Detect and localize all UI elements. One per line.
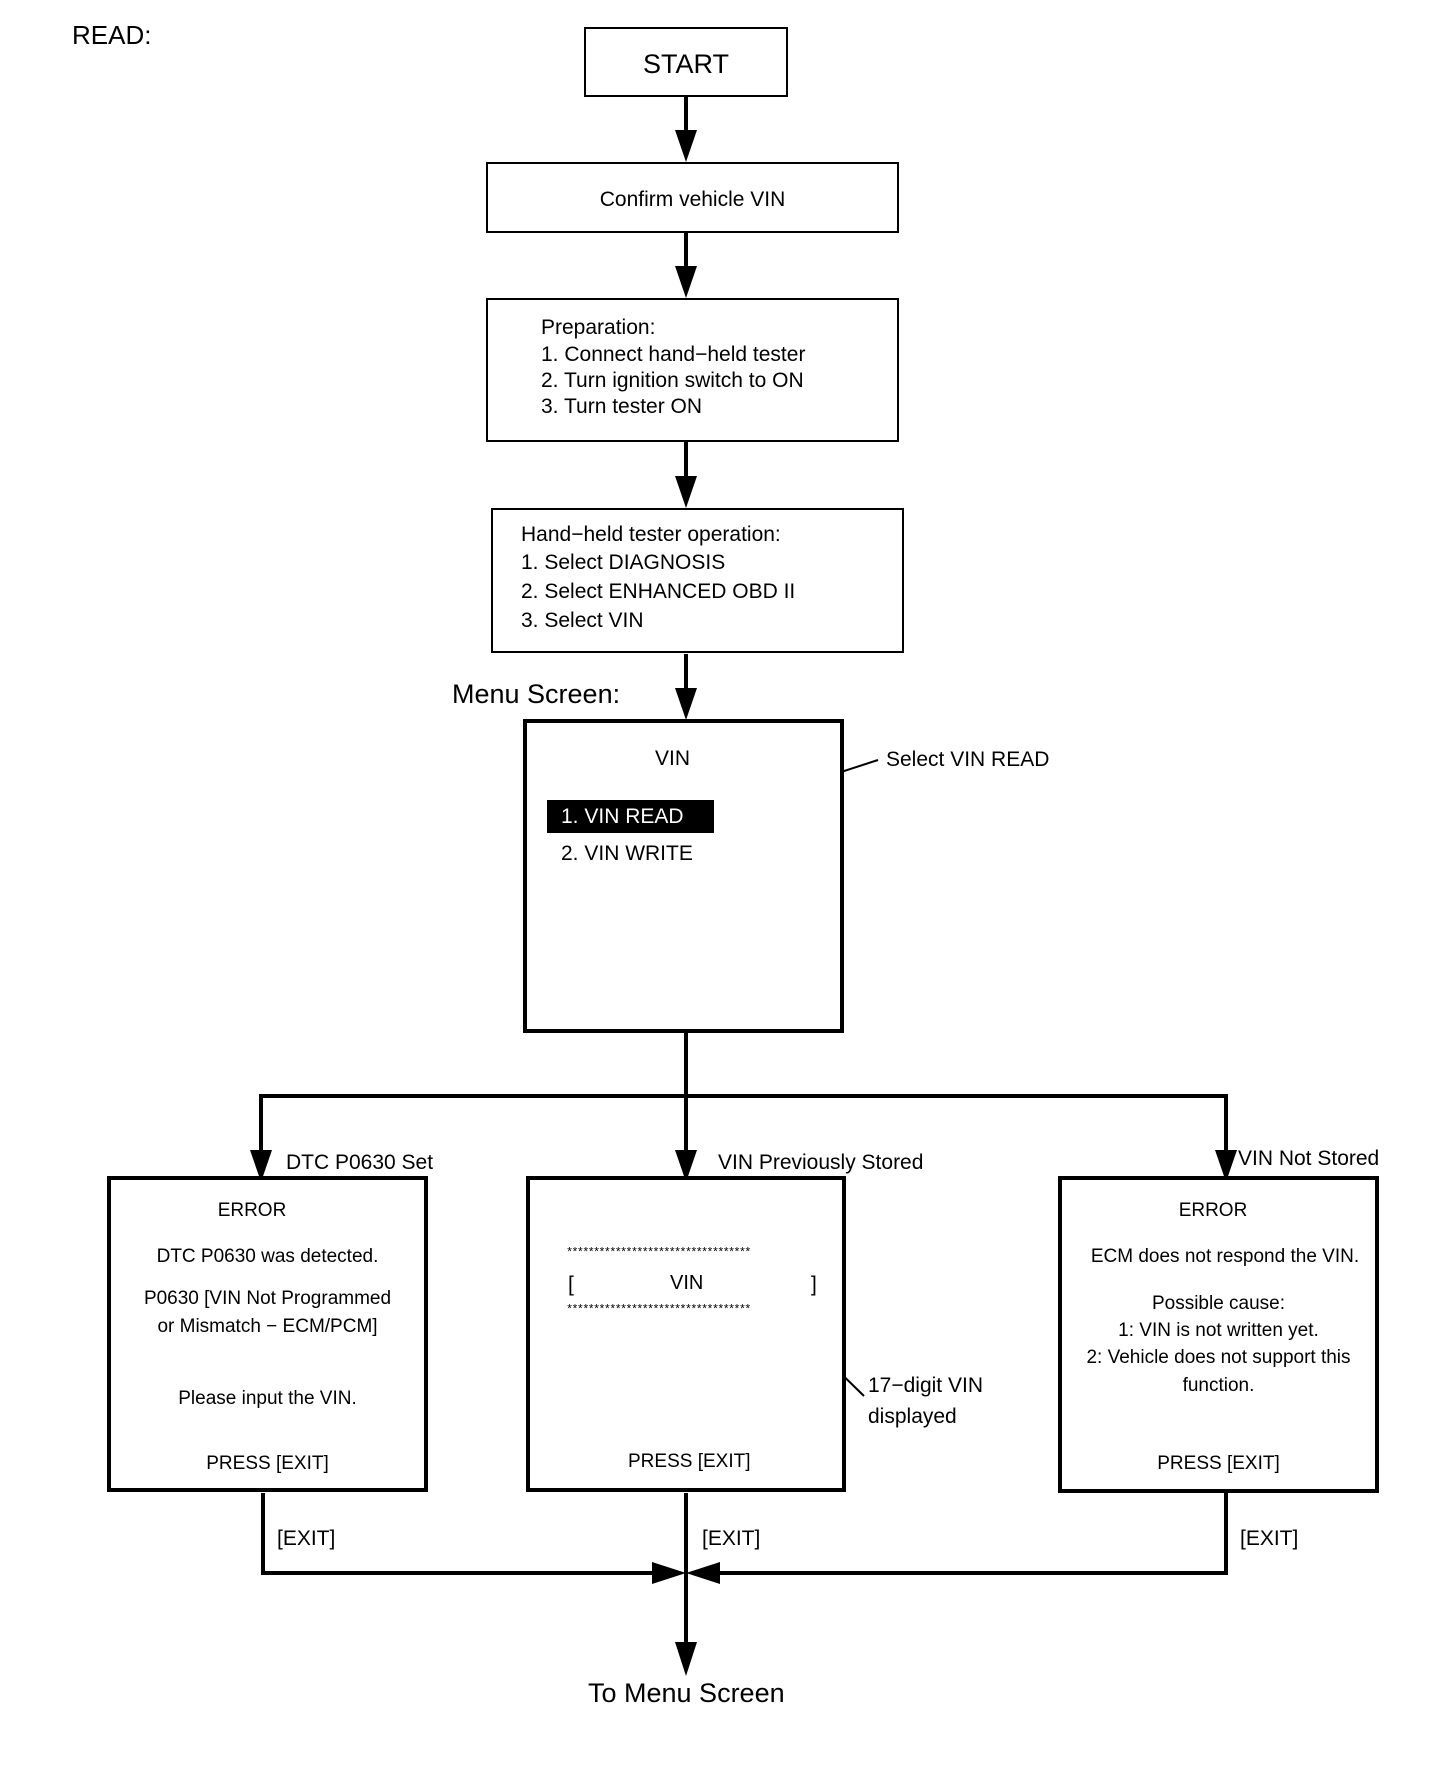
footer-to-menu-screen: To Menu Screen (588, 1678, 785, 1708)
preparation-title: Preparation: (541, 316, 656, 339)
branch-label-not-stored: VIN Not Stored (1238, 1147, 1380, 1170)
menu-item-vin-read-highlight (547, 800, 714, 833)
callout-vin-digits: 17−digit VIN (868, 1374, 983, 1397)
error-message: ECM does not respond the VIN. (1090, 1246, 1360, 1267)
error-screen-not-stored: ERROR ECM does not respond the VIN. Poss… (1058, 1176, 1379, 1493)
exit-label-left: [EXIT] (277, 1527, 336, 1550)
connector-split-left (259, 1094, 1228, 1158)
start-box: START (584, 27, 788, 97)
arrowhead-operation (675, 476, 697, 508)
connector-right-exit (712, 1493, 1228, 1575)
operation-title: Hand−held tester operation: (521, 523, 781, 546)
menu-screen-box: VIN 1. VIN READ 2. VIN WRITE (523, 719, 844, 1033)
preparation-step-1: 1. Connect hand−held tester (541, 343, 806, 366)
operation-step-2: 2. Select ENHANCED OBD II (521, 580, 796, 603)
vin-display-screen: ********************************** [ VIN… (526, 1176, 846, 1492)
error-dtc-line-1: P0630 [VIN Not Programmed (143, 1288, 392, 1309)
arrowhead-confirm (675, 130, 697, 162)
arrowhead-right-branch (1215, 1150, 1237, 1182)
error-dtc-line-2: or Mismatch − ECM/PCM] (157, 1316, 378, 1337)
arrowhead-merge-right (686, 1562, 720, 1584)
operation-box: Hand−held tester operation: 1. Select DI… (491, 508, 904, 653)
menu-screen-title: VIN (655, 747, 691, 770)
vin-bracket-close: ] (811, 1273, 817, 1296)
preparation-box: Preparation: 1. Connect hand−held tester… (486, 298, 899, 442)
page-heading: READ: (72, 20, 152, 50)
error-title: ERROR (1178, 1200, 1248, 1221)
confirm-label: Confirm vehicle VIN (599, 188, 786, 211)
arrowhead-preparation (675, 266, 697, 298)
possible-cause-1: 1: VIN is not written yet. (1118, 1320, 1319, 1341)
press-exit-label: PRESS [EXIT] (206, 1453, 329, 1474)
callout-vin-displayed: displayed (868, 1405, 957, 1428)
arrowhead-merge-left (652, 1562, 686, 1584)
arrowhead-middle-branch (675, 1150, 697, 1182)
vin-placeholder: VIN (670, 1272, 704, 1294)
possible-cause-2-cont: function. (1182, 1375, 1255, 1396)
callout-select-vin-read: Select VIN READ (886, 748, 1050, 771)
press-exit-label: PRESS [EXIT] (628, 1451, 751, 1472)
arrowhead-left-branch (250, 1150, 272, 1182)
branch-label-previously-stored: VIN Previously Stored (718, 1151, 924, 1174)
exit-label-middle: [EXIT] (702, 1527, 761, 1550)
start-label: START (642, 49, 729, 79)
press-exit-label: PRESS [EXIT] (1157, 1453, 1280, 1474)
error-title: ERROR (217, 1200, 287, 1221)
preparation-step-3: 3. Turn tester ON (541, 395, 703, 418)
branch-label-dtc: DTC P0630 Set (286, 1151, 434, 1174)
vin-stars-bottom: ********************************** (566, 1303, 751, 1317)
arrowhead-menu (675, 688, 697, 720)
vin-stars-top: ********************************** (566, 1246, 751, 1260)
error-message: DTC P0630 was detected. (156, 1246, 379, 1267)
connector-left-exit (261, 1493, 660, 1575)
arrowhead-footer (675, 1642, 697, 1676)
exit-label-right: [EXIT] (1240, 1527, 1299, 1550)
preparation-step-2: 2. Turn ignition switch to ON (541, 369, 804, 392)
confirm-box: Confirm vehicle VIN (486, 162, 899, 233)
menu-item-vin-write: 2. VIN WRITE (561, 842, 693, 865)
menu-item-vin-read: 1. VIN READ (561, 805, 684, 828)
error-instruction: Please input the VIN. (178, 1388, 357, 1409)
possible-cause-title: Possible cause: (1151, 1293, 1286, 1314)
menu-screen-label: Menu Screen: (452, 679, 621, 709)
operation-step-3: 3. Select VIN (521, 609, 644, 632)
operation-step-1: 1. Select DIAGNOSIS (521, 551, 726, 574)
vin-bracket-open: [ (568, 1273, 574, 1296)
error-screen-dtc: ERROR DTC P0630 was detected. P0630 [VIN… (107, 1176, 428, 1492)
possible-cause-2: 2: Vehicle does not support this (1086, 1347, 1351, 1368)
